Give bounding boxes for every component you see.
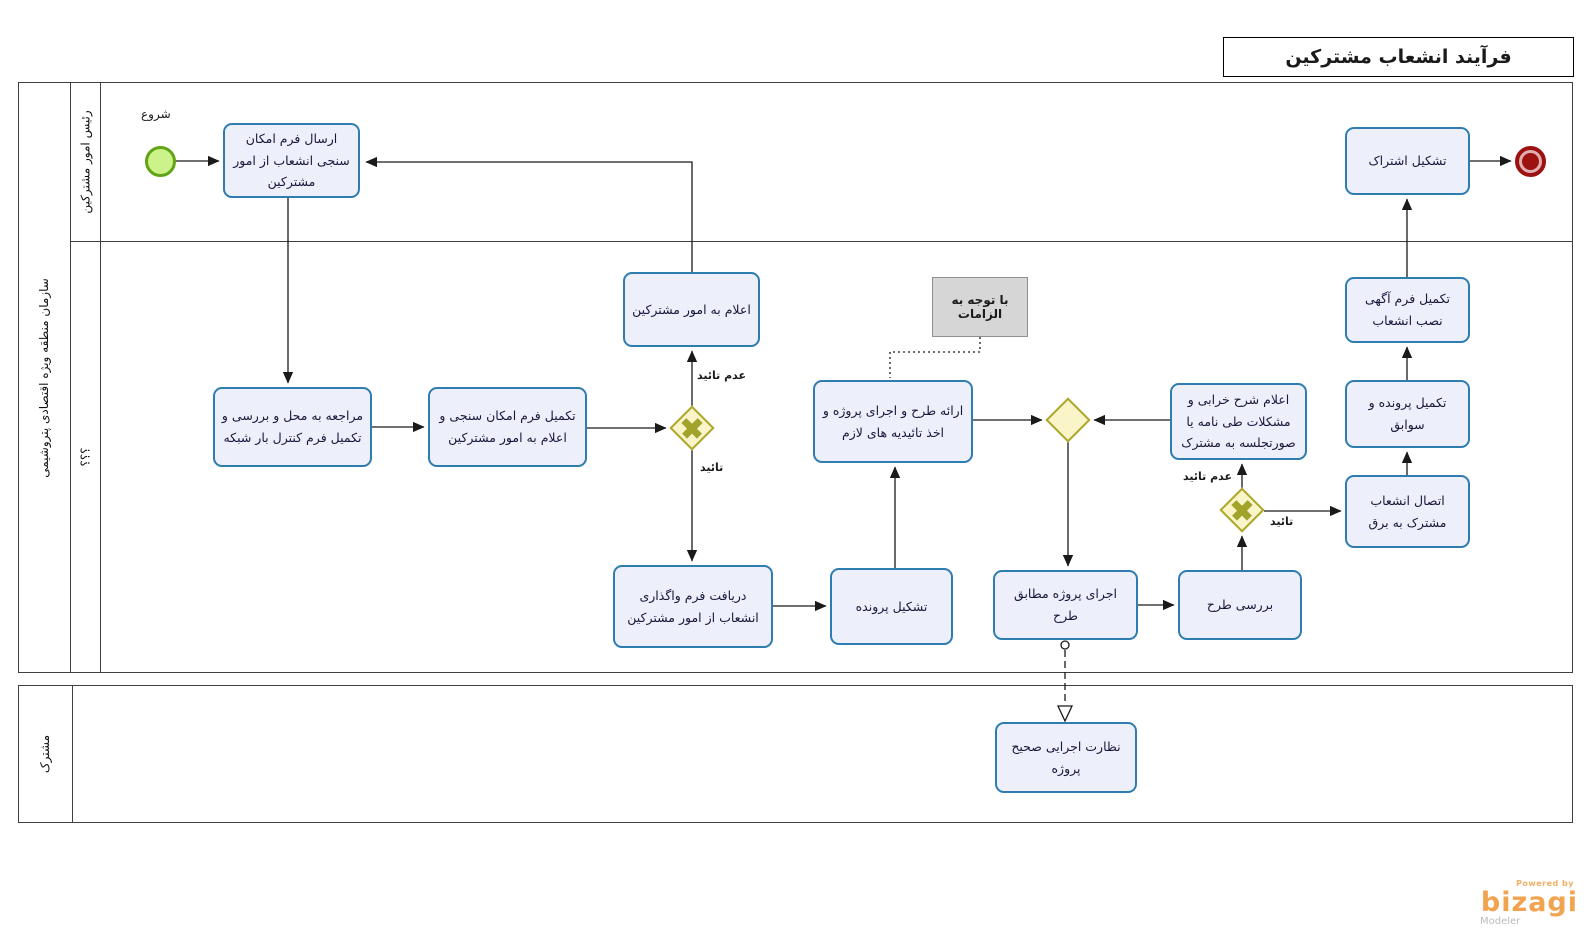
task-site-visit-load-control[interactable]: مراجعه به محل و بررسی و تکمیل فرم کنترل … bbox=[213, 387, 372, 467]
diagram-title[interactable]: فرآیند انشعاب مشترکین bbox=[1223, 37, 1574, 77]
edge-label-not-approved: عدم تائید bbox=[697, 369, 746, 382]
task-label: اعلام شرح خرابی و مشکلات طی نامه یا صورت… bbox=[1181, 391, 1296, 451]
task-label: تشکیل اشتراک bbox=[1368, 153, 1447, 169]
pool-organization-label: سازمان منطقه ویژه اقتصادی پتروشیمی bbox=[37, 277, 51, 478]
pool-organization[interactable] bbox=[18, 82, 1573, 673]
task-create-file[interactable]: تشکیل پرونده bbox=[830, 568, 953, 645]
task-supervise-execution[interactable]: نظارت اجرایی صحیح پروژه bbox=[995, 722, 1137, 793]
task-label: بررسی طرح bbox=[1206, 597, 1274, 613]
text-annotation-requirements[interactable]: با توجه به الزامات bbox=[932, 277, 1028, 337]
task-label: نظارت اجرایی صحیح پروژه bbox=[1011, 738, 1121, 776]
task-label: اعلام به امور مشترکین bbox=[632, 301, 751, 317]
edge-label-approved: تائید bbox=[1270, 515, 1294, 528]
task-label: تکمیل پرونده و سوابق bbox=[1368, 395, 1447, 432]
pool-customer[interactable] bbox=[18, 685, 1573, 823]
gateway-feasibility-decision[interactable] bbox=[669, 405, 715, 451]
bizagi-logo: Powered by bizagi Modeler bbox=[1478, 880, 1578, 927]
gateway-plan-review-decision[interactable] bbox=[1219, 487, 1265, 533]
task-label: ارسال فرم امکان سنجی انشعاب از امور مشتر… bbox=[233, 130, 350, 190]
lane-subscriber-affairs-chief-label: رئیس امور مشترکین bbox=[78, 109, 93, 214]
bizagi-wordmark: bizagi bbox=[1480, 887, 1578, 918]
task-inform-subscriber-affairs[interactable]: اعلام به امور مشترکین bbox=[623, 272, 760, 347]
edge-label-approved: تائید bbox=[700, 461, 724, 474]
pool-customer-label: مشترک bbox=[38, 734, 52, 774]
task-label: تشکیل پرونده bbox=[855, 598, 928, 614]
edge-label-not-approved: عدم تائید bbox=[1183, 470, 1232, 483]
task-label: تکمیل فرم آگهی نصب انشعاب bbox=[1364, 291, 1450, 328]
task-present-plan-approvals[interactable]: ارائه طرح و اجرای پروژه و اخذ تائیدیه ها… bbox=[813, 380, 973, 463]
task-complete-file-records[interactable]: تکمیل پرونده و سوابق bbox=[1345, 380, 1470, 448]
diamond-icon bbox=[1045, 397, 1091, 443]
task-defect-report[interactable]: اعلام شرح خرابی و مشکلات طی نامه یا صورت… bbox=[1170, 383, 1307, 460]
start-event[interactable] bbox=[145, 146, 176, 177]
lane-unnamed[interactable]: ؟؟؟ bbox=[71, 241, 101, 673]
lane-divider bbox=[71, 241, 1573, 242]
modeler-text: Modeler bbox=[1480, 916, 1521, 927]
xor-marker-icon bbox=[1219, 487, 1265, 533]
start-event-label: شروع bbox=[141, 107, 171, 121]
task-receive-assignment-form[interactable]: دریافت فرم واگذاری انشعاب از امور مشترکی… bbox=[613, 565, 773, 648]
gateway-merge[interactable] bbox=[1045, 397, 1091, 443]
powered-by-text: Powered by bbox=[1516, 879, 1574, 888]
lane-unnamed-label: ؟؟؟ bbox=[78, 447, 93, 467]
end-event[interactable] bbox=[1515, 146, 1546, 177]
task-label: ارائه طرح و اجرای پروژه و اخذ تائیدیه ها… bbox=[822, 402, 964, 440]
task-send-feasibility-form[interactable]: ارسال فرم امکان سنجی انشعاب از امور مشتر… bbox=[223, 123, 360, 198]
task-label: اجرای پروژه مطابق طرح bbox=[1014, 586, 1117, 623]
task-label: تکمیل فرم امکان سنجی و اعلام به امور مشت… bbox=[439, 408, 576, 445]
xor-marker-icon bbox=[669, 405, 715, 451]
task-review-plan[interactable]: بررسی طرح bbox=[1178, 570, 1302, 640]
task-complete-feasibility-inform[interactable]: تکمیل فرم امکان سنجی و اعلام به امور مشت… bbox=[428, 387, 587, 467]
task-execute-project[interactable]: اجرای پروژه مطابق طرح bbox=[993, 570, 1138, 640]
task-label: مراجعه به محل و بررسی و تکمیل فرم کنترل … bbox=[221, 408, 364, 445]
pool-organization-title-cell[interactable]: سازمان منطقه ویژه اقتصادی پتروشیمی bbox=[18, 82, 71, 673]
lane-subscriber-affairs-chief[interactable]: رئیس امور مشترکین bbox=[71, 82, 101, 241]
task-label: اتصال انشعاب مشترک به برق bbox=[1368, 492, 1447, 530]
task-label: دریافت فرم واگذاری انشعاب از امور مشترکی… bbox=[627, 587, 759, 625]
pool-customer-title-cell[interactable]: مشترک bbox=[18, 685, 73, 823]
task-connect-power[interactable]: اتصال انشعاب مشترک به برق bbox=[1345, 475, 1470, 548]
task-create-subscription[interactable]: تشکیل اشتراک bbox=[1345, 127, 1470, 195]
task-install-notice-form[interactable]: تکمیل فرم آگهی نصب انشعاب bbox=[1345, 277, 1470, 343]
